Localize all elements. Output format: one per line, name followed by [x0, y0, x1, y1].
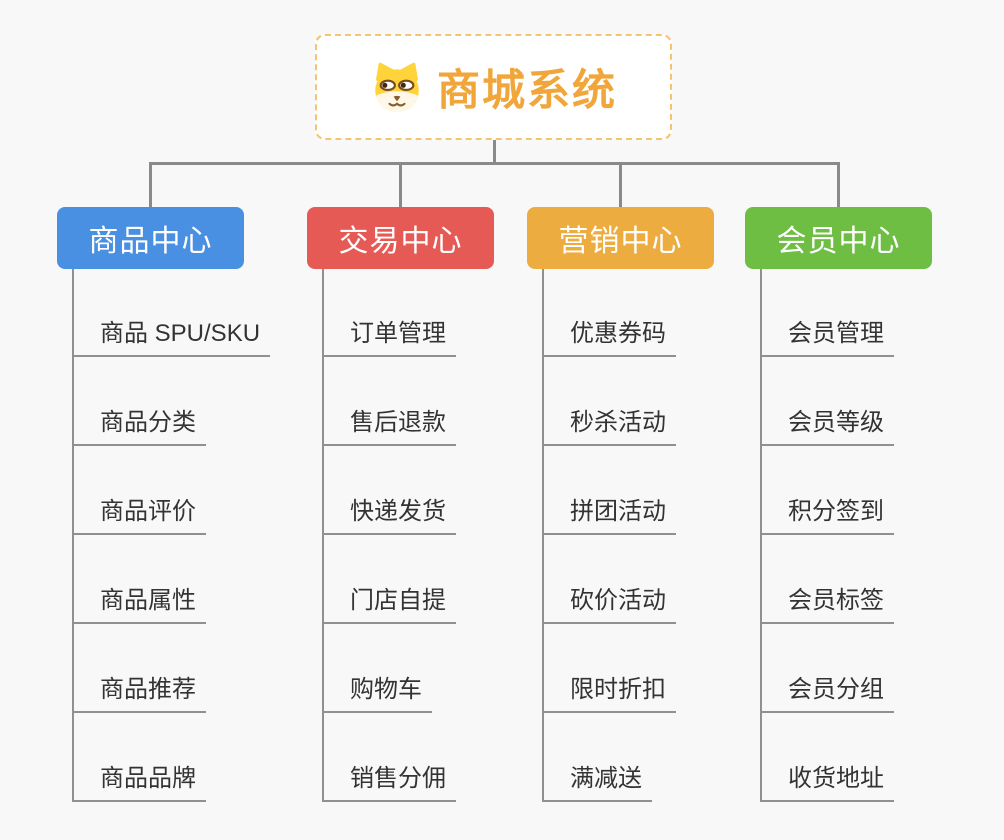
- connector-branch-stub: [149, 162, 152, 208]
- topic-item[interactable]: 会员分组: [760, 673, 894, 713]
- topic-item[interactable]: 限时折扣: [542, 673, 676, 713]
- topic-item[interactable]: 商品 SPU/SKU: [72, 317, 271, 357]
- branch-topic-product-center[interactable]: 商品中心: [57, 207, 244, 269]
- topic-item[interactable]: 门店自提: [322, 584, 456, 624]
- topic-item[interactable]: 砍价活动: [542, 584, 676, 624]
- topic-item-label: 砍价活动: [570, 587, 666, 614]
- topic-item-label: 快递发货: [350, 498, 446, 525]
- topic-item-label: 限时折扣: [570, 676, 666, 703]
- topic-item-label: 积分签到: [788, 498, 884, 525]
- topic-item-label: 会员分组: [788, 676, 884, 703]
- topic-item[interactable]: 商品属性: [72, 584, 206, 624]
- connector-trunk: [72, 269, 74, 802]
- topic-item[interactable]: 收货地址: [760, 762, 894, 802]
- branch-column-product: 商品中心 商品 SPU/SKU 商品分类 商品评价 商品属性 商品推荐 商品品牌: [57, 0, 271, 840]
- topic-item[interactable]: 拼团活动: [542, 495, 676, 535]
- topic-item-label: 商品分类: [100, 409, 196, 436]
- topic-item-label: 售后退款: [350, 409, 446, 436]
- topic-item-label: 会员管理: [788, 320, 884, 347]
- topic-item-label: 收货地址: [788, 765, 884, 792]
- topic-item-label: 商品属性: [100, 587, 196, 614]
- topic-item[interactable]: 优惠券码: [542, 317, 676, 357]
- topic-item[interactable]: 会员标签: [760, 584, 894, 624]
- topic-item[interactable]: 快递发货: [322, 495, 456, 535]
- topic-item[interactable]: 商品推荐: [72, 673, 206, 713]
- doge-face-icon: [375, 62, 419, 113]
- topic-item-label: 商品评价: [100, 498, 196, 525]
- topic-item-label: 商品推荐: [100, 676, 196, 703]
- topic-item[interactable]: 会员等级: [760, 406, 894, 446]
- topic-item-label: 订单管理: [350, 320, 446, 347]
- branch-column-member: 会员中心 会员管理 会员等级 积分签到 会员标签 会员分组 收货地址: [745, 0, 932, 840]
- topic-item[interactable]: 商品品牌: [72, 762, 206, 802]
- topic-item-label: 满减送: [570, 765, 642, 792]
- branch-topic-label: 会员中心: [776, 225, 901, 258]
- branch-topic-label: 商品中心: [88, 225, 213, 258]
- topic-item-label: 商品品牌: [100, 765, 196, 792]
- topic-item-label: 拼团活动: [570, 498, 666, 525]
- topic-item-label: 会员等级: [788, 409, 884, 436]
- topic-item[interactable]: 售后退款: [322, 406, 456, 446]
- topic-item[interactable]: 满减送: [542, 762, 652, 802]
- connector-trunk: [760, 269, 762, 802]
- branch-topic-marketing-center[interactable]: 营销中心: [527, 207, 714, 269]
- connector-bus: [149, 162, 840, 165]
- topic-item-label: 秒杀活动: [570, 409, 666, 436]
- connector-trunk: [542, 269, 544, 802]
- topic-item[interactable]: 购物车: [322, 673, 432, 713]
- topic-item[interactable]: 商品分类: [72, 406, 206, 446]
- connector-trunk: [322, 269, 324, 802]
- branch-column-trade: 交易中心 订单管理 售后退款 快递发货 门店自提 购物车 销售分佣: [307, 0, 494, 840]
- connector-branch-stub: [399, 162, 402, 208]
- topic-item[interactable]: 销售分佣: [322, 762, 456, 802]
- root-topic[interactable]: 商城系统: [315, 34, 672, 140]
- root-topic-title: 商城系统: [437, 67, 617, 115]
- connector-branch-stub: [619, 162, 622, 208]
- connector-branch-stub: [837, 162, 840, 208]
- topic-item[interactable]: 商品评价: [72, 495, 206, 535]
- topic-item-label: 优惠券码: [570, 320, 666, 347]
- branch-topic-member-center[interactable]: 会员中心: [745, 207, 932, 269]
- topic-item[interactable]: 订单管理: [322, 317, 456, 357]
- connector-root-stub: [493, 140, 496, 164]
- topic-item-label: 会员标签: [788, 587, 884, 614]
- topic-item-label: 销售分佣: [350, 765, 446, 792]
- topic-item-label: 购物车: [350, 676, 422, 703]
- topic-item[interactable]: 秒杀活动: [542, 406, 676, 446]
- branch-topic-label: 交易中心: [338, 225, 463, 258]
- branch-topic-trade-center[interactable]: 交易中心: [307, 207, 494, 269]
- topic-item[interactable]: 会员管理: [760, 317, 894, 357]
- topic-item[interactable]: 积分签到: [760, 495, 894, 535]
- topic-item-label: 门店自提: [350, 587, 446, 614]
- topic-item-label: 商品 SPU/SKU: [100, 320, 261, 347]
- branch-topic-label: 营销中心: [558, 225, 683, 258]
- branch-column-marketing: 营销中心 优惠券码 秒杀活动 拼团活动 砍价活动 限时折扣 满减送: [527, 0, 714, 840]
